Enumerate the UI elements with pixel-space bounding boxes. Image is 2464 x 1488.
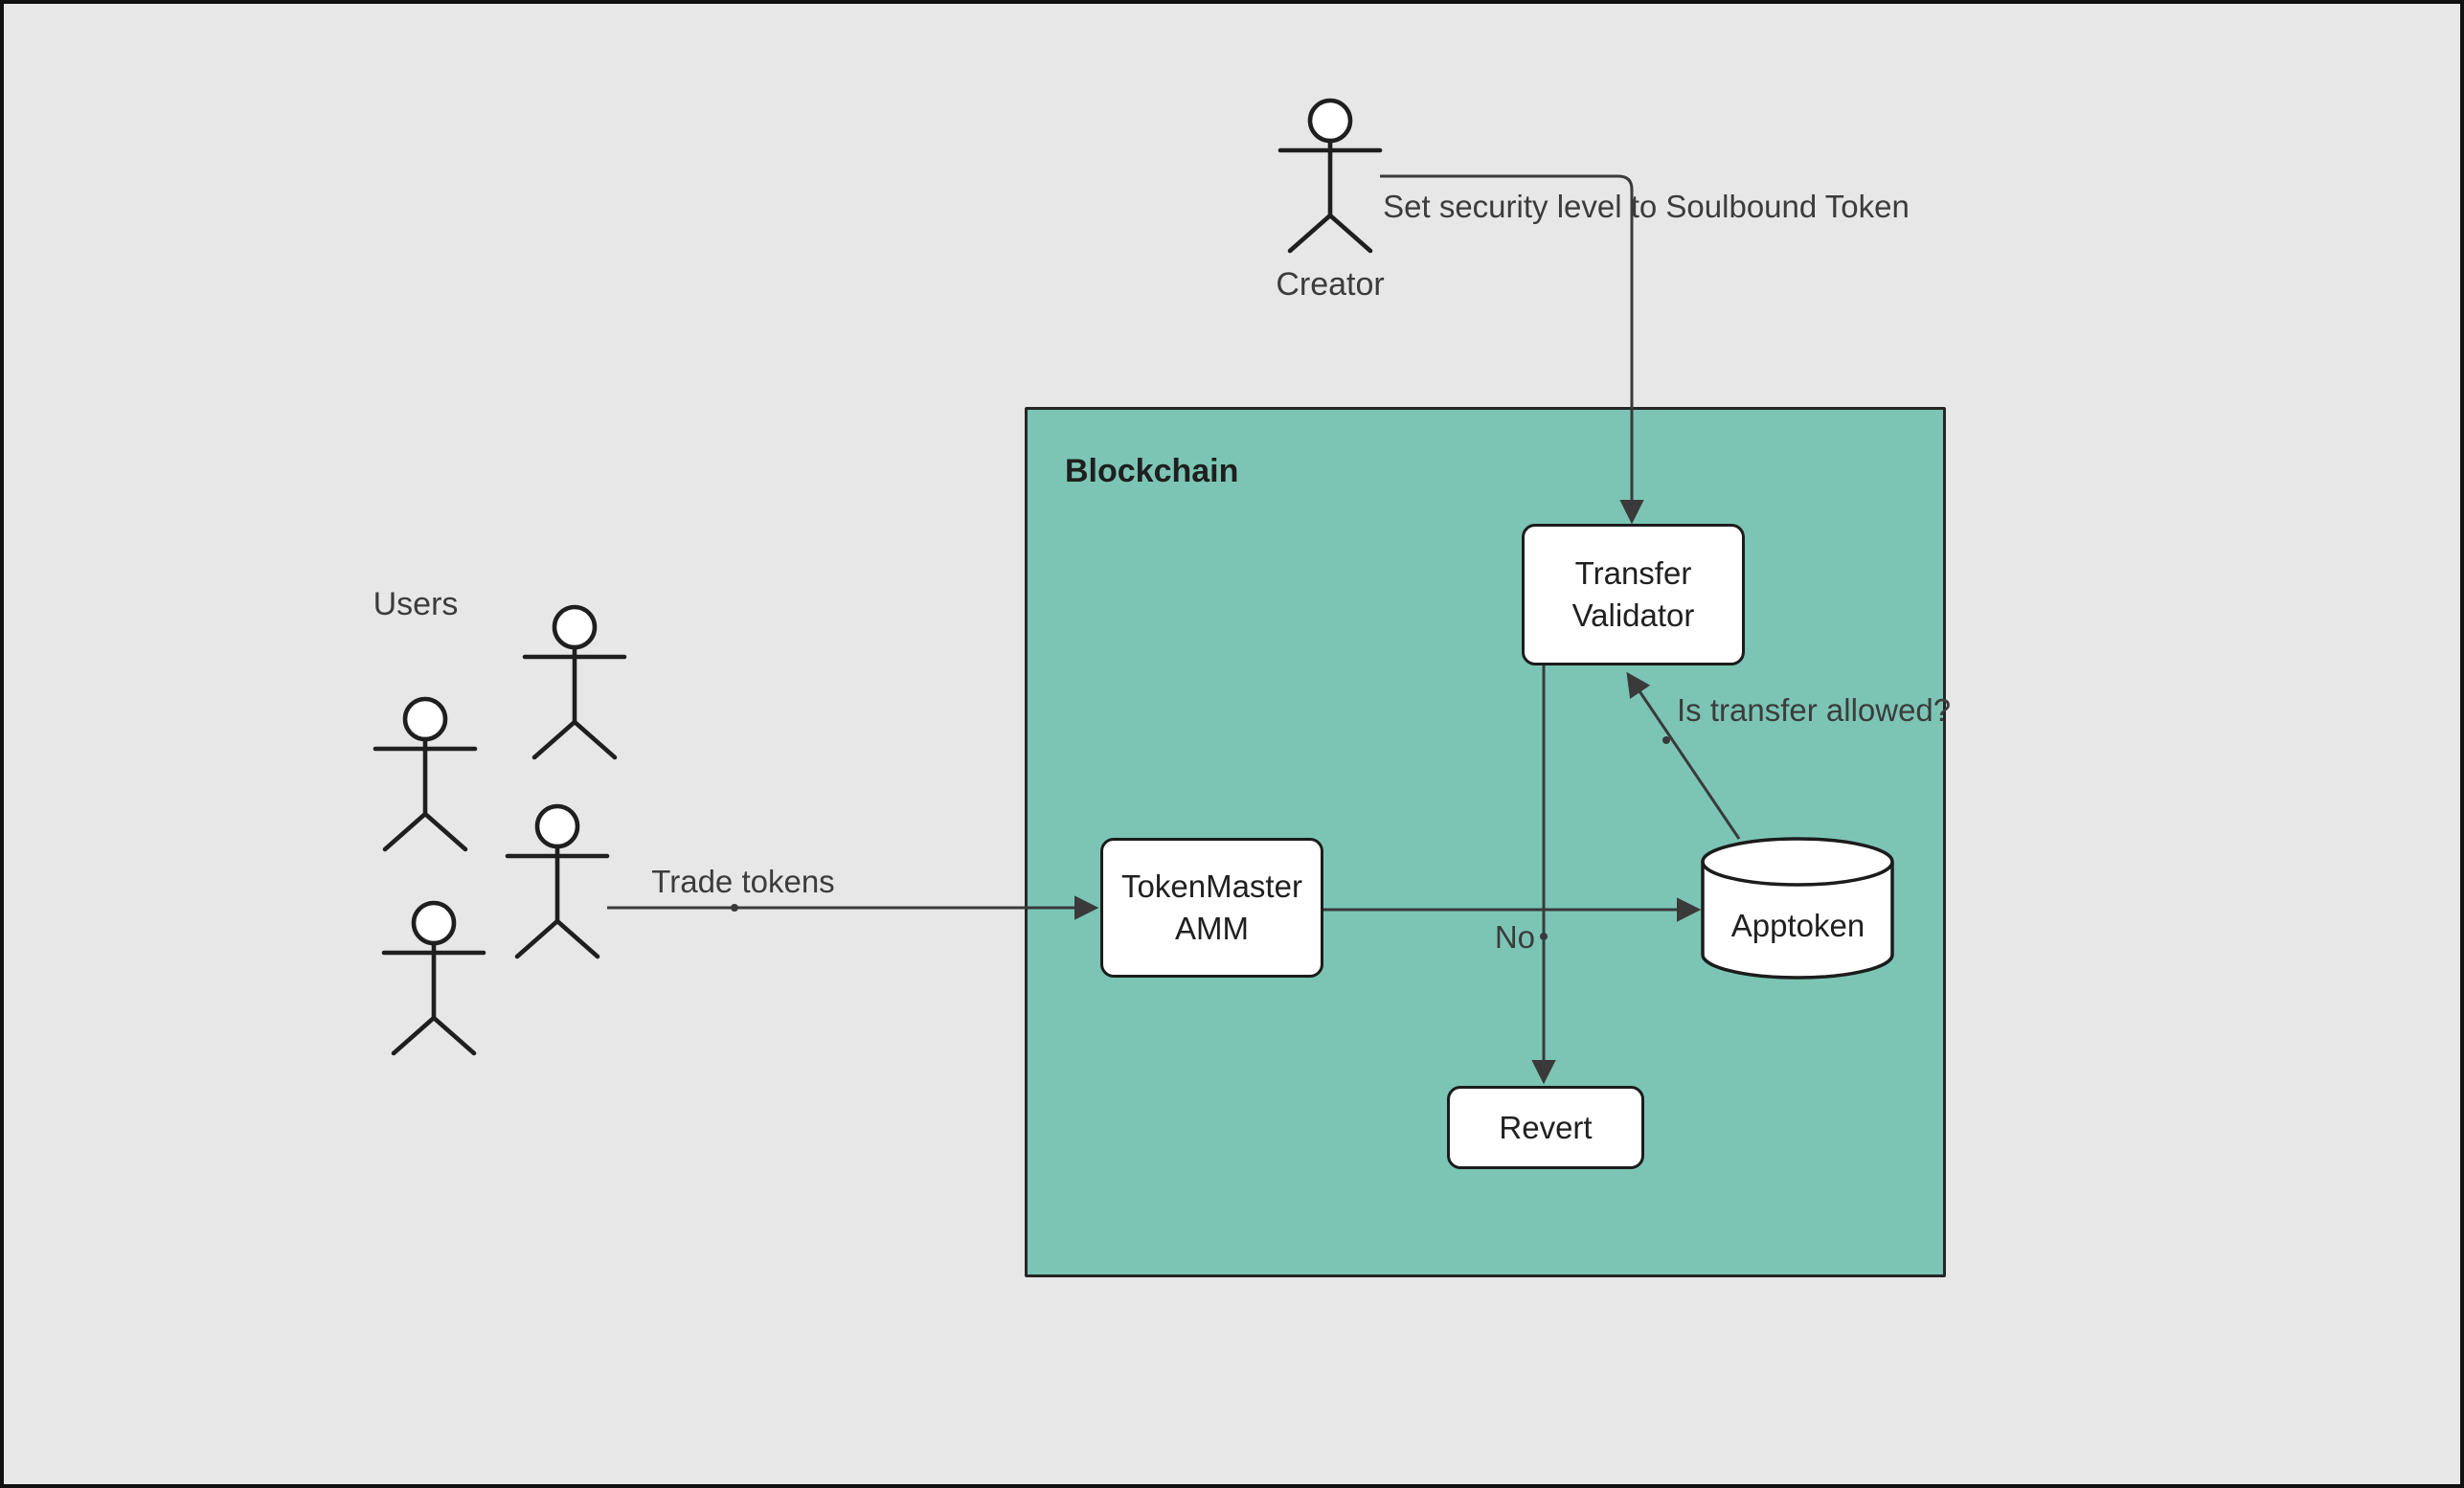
edge-is-transfer-allowed: [1626, 671, 1741, 840]
edge-label-trade-tokens: Trade tokens: [651, 864, 835, 899]
node-tokenmaster-amm-label: TokenMaster AMM: [1121, 868, 1302, 946]
node-transfer-validator-label: Transfer Validator: [1571, 555, 1695, 633]
creator-person-icon: [1280, 101, 1380, 251]
edge-label-is-transfer-allowed: Is transfer allowed?: [1677, 692, 1952, 728]
node-revert: Revert: [1447, 1086, 1644, 1169]
diagram-drawing-layer: [4, 4, 1894, 1085]
edge-label-set-security: Set security level to Soulbound Token: [1383, 189, 1910, 224]
creator-label: Creator: [1276, 266, 1385, 303]
label-anchor-dot: [1662, 736, 1670, 744]
user-person-icon: [508, 806, 607, 957]
node-revert-label: Revert: [1499, 1109, 1593, 1145]
node-apptoken-label: Apptoken: [1730, 908, 1865, 943]
label-anchor-dot: [1540, 933, 1548, 940]
apptoken-cylinder: [1701, 837, 1894, 980]
user-person-icon: [525, 607, 624, 757]
edge-set-security: [1380, 174, 1644, 525]
label-anchor-dot: [731, 904, 738, 912]
user-person-icon: [384, 903, 484, 1053]
blockchain-container-title: Blockchain: [1065, 453, 1239, 489]
edge-label-no: No: [1494, 919, 1535, 955]
node-tokenmaster-amm: TokenMaster AMM: [1100, 838, 1323, 978]
users-label: Users: [373, 586, 459, 622]
user-person-icon: [375, 699, 475, 849]
node-transfer-validator: Transfer Validator: [1522, 524, 1745, 665]
